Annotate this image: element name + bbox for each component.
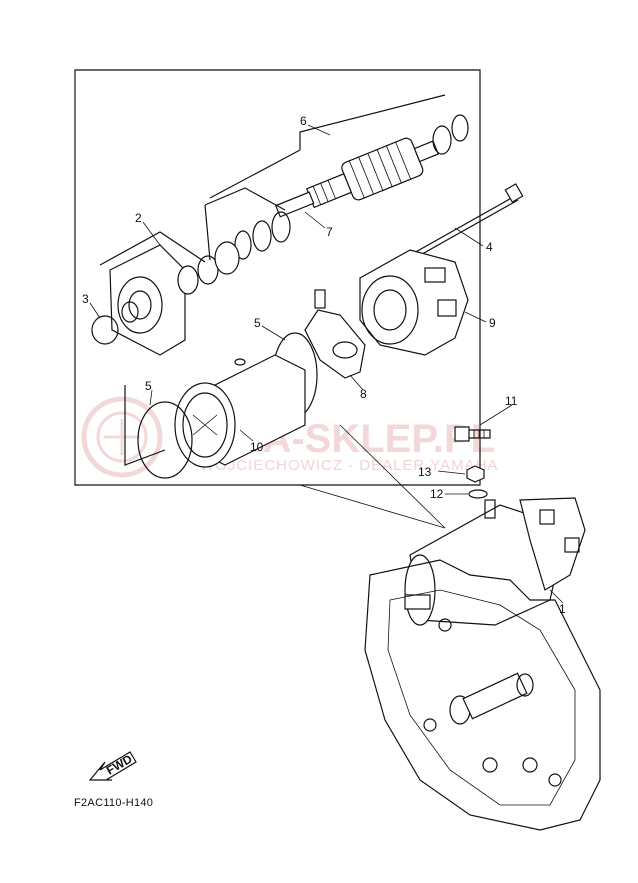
rear-cover bbox=[359, 249, 469, 356]
callout-9: 9 bbox=[489, 316, 496, 330]
callout-13: 13 bbox=[418, 465, 432, 479]
watermark-logo bbox=[81, 396, 163, 478]
callout-1: 1 bbox=[559, 602, 566, 616]
engine-case bbox=[364, 559, 601, 831]
starter-motor-assembly bbox=[404, 497, 586, 626]
nut bbox=[466, 465, 485, 483]
callout-2: 2 bbox=[135, 211, 142, 225]
callout-12: 12 bbox=[430, 487, 444, 501]
callout-5a: 5 bbox=[254, 316, 261, 330]
bolt bbox=[454, 426, 491, 442]
leader-lines bbox=[89, 124, 564, 604]
lock-washer bbox=[468, 489, 488, 499]
o-ring-small bbox=[91, 315, 119, 345]
frame-leader-line bbox=[299, 484, 446, 529]
washer-set bbox=[204, 187, 291, 261]
o-ring-lower bbox=[137, 401, 193, 479]
callout-4: 4 bbox=[486, 240, 493, 254]
armature bbox=[209, 94, 469, 218]
callout-8: 8 bbox=[360, 387, 367, 401]
callout-11: 11 bbox=[505, 394, 518, 408]
brush-holder bbox=[304, 289, 366, 379]
callout-6: 6 bbox=[300, 114, 307, 128]
callout-3: 3 bbox=[82, 292, 89, 306]
callout-labels: 1 2 3 4 5 5 6 7 8 9 10 11 12 13 bbox=[82, 114, 566, 616]
o-ring-bracket bbox=[124, 385, 166, 466]
through-bolt bbox=[404, 183, 524, 263]
callout-7: 7 bbox=[326, 225, 333, 239]
fwd-arrow-icon: FWD bbox=[88, 751, 137, 781]
watermark-dealer: WOJCIECHOWICZ - DEALER YAMAHA bbox=[200, 457, 498, 474]
exploded-view-frame bbox=[74, 69, 481, 486]
callout-5b: 5 bbox=[145, 379, 152, 393]
yoke bbox=[174, 354, 306, 468]
diagram-code: F2AC110-H140 bbox=[74, 797, 153, 809]
callout-10: 10 bbox=[250, 440, 264, 454]
front-cover bbox=[99, 231, 240, 356]
frame-leader-line bbox=[339, 424, 446, 529]
